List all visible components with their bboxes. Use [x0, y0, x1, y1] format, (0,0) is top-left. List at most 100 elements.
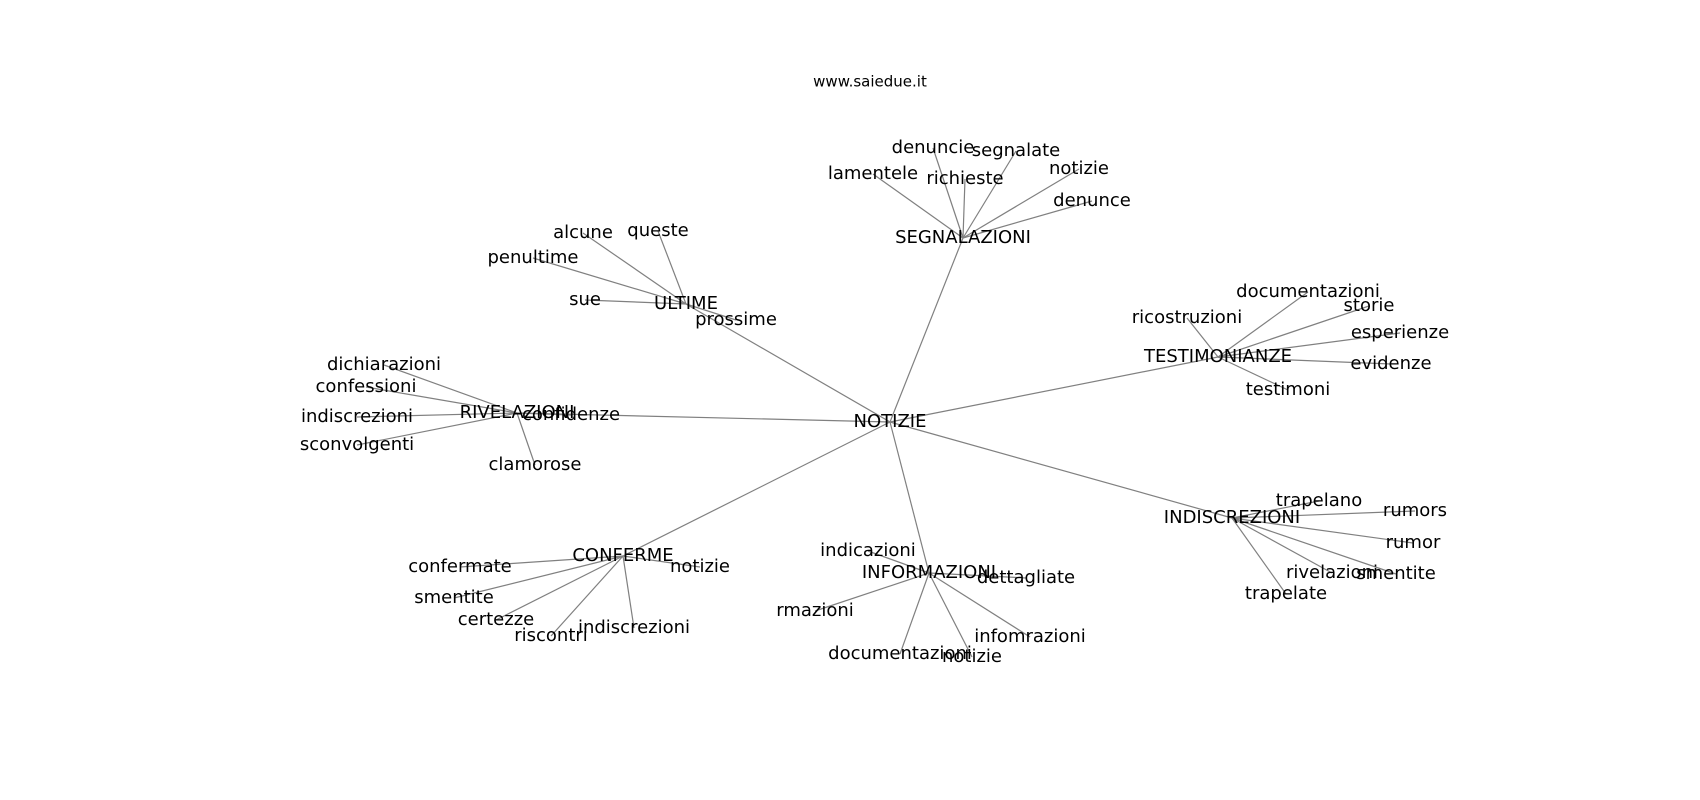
edge-rivelazioni-dichiarazioni — [383, 364, 518, 414]
edge-indiscrezioni-smentite — [1231, 517, 1397, 575]
node-leaf-ultime-penultime: penultime — [488, 247, 579, 268]
edge-root-indiscrezioni — [889, 421, 1233, 519]
node-hub-testimonianze: TESTIMONIANZE — [1143, 346, 1292, 367]
edge-root-segnalazioni — [889, 237, 964, 423]
edge-indiscrezioni-rumors — [1231, 510, 1416, 519]
node-leaf-indiscrezioni-rumor: rumor — [1386, 532, 1441, 553]
node-leaf-indiscrezioni-rumors: rumors — [1383, 500, 1447, 521]
edge-segnalazioni-denunce — [962, 200, 1093, 239]
edge-conferme-confermate — [459, 555, 624, 568]
node-leaf-testimonianze-testimoni: testimoni — [1246, 379, 1331, 400]
edge-informazioni-documentazioni — [899, 572, 930, 655]
node-leaf-informazioni-notizie: notizie — [942, 646, 1002, 667]
edge-root-conferme — [622, 421, 891, 557]
edge-indiscrezioni-rumor — [1231, 517, 1414, 544]
node-leaf-ultime-queste: queste — [627, 220, 688, 241]
edge-rivelazioni-confessioni — [365, 386, 518, 414]
labels-layer: www.saiedue.it NOTIZIE SEGNALAZIONI denunc… — [300, 73, 1449, 668]
node-leaf-ultime-prossime: prossime — [695, 309, 777, 330]
edge-root-rivelazioni — [516, 412, 891, 423]
node-leaf-informazioni-rmazioni: rmazioni — [776, 600, 854, 621]
edge-conferme-riscontri — [550, 555, 624, 637]
node-leaf-segnalazioni-lamentele: lamentele — [828, 163, 918, 184]
edge-rivelazioni-indiscrezioni — [356, 412, 518, 418]
edge-rivelazioni-sconvolgenti — [356, 412, 518, 446]
node-hub-rivelazioni: RIVELAZIONI — [460, 402, 575, 423]
edge-informazioni-dettagliate — [928, 572, 1027, 579]
node-leaf-rivelazioni-confidenze: confidenze — [522, 404, 620, 425]
edge-conferme-notizie — [622, 555, 701, 568]
node-leaf-informazioni-indicazioni: indicazioni — [820, 540, 916, 561]
node-leaf-rivelazioni-sconvolgenti: sconvolgenti — [300, 434, 414, 455]
node-leaf-indiscrezioni-smentite: smentite — [1356, 563, 1436, 584]
node-leaf-testimonianze-storie: storie — [1344, 295, 1395, 316]
node-leaf-testimonianze-documentazioni: documentazioni — [1236, 281, 1380, 302]
node-leaf-conferme-smentite: smentite — [414, 587, 494, 608]
node-leaf-segnalazioni-notizie: notizie — [1049, 158, 1109, 179]
node-leaf-conferme-confermate: confermate — [408, 556, 512, 577]
node-leaf-informazioni-documentazioni: documentazioni — [828, 643, 972, 664]
edge-ultime-prossime — [685, 303, 737, 321]
edge-conferme-certezze — [495, 555, 624, 621]
edge-testimonianze-esperienze — [1217, 332, 1401, 358]
edge-segnalazioni-notizie — [962, 168, 1080, 239]
node-leaf-testimonianze-evidenze: evidenze — [1350, 353, 1431, 374]
edge-testimonianze-evidenze — [1217, 356, 1392, 365]
node-leaf-segnalazioni-richieste: richieste — [926, 168, 1003, 189]
edge-segnalazioni-lamentele — [872, 173, 964, 239]
edge-root-ultime — [685, 303, 891, 423]
node-hub-indiscrezioni: INDISCREZIONI — [1164, 507, 1300, 528]
node-leaf-segnalazioni-denunce: denunce — [1053, 190, 1131, 211]
edge-indiscrezioni-trapelate — [1231, 517, 1287, 595]
node-hub-conferme: CONFERME — [572, 545, 673, 566]
edge-ultime-alcune — [582, 232, 687, 305]
edge-testimonianze-documentazioni — [1217, 291, 1309, 358]
diagram-title: www.saiedue.it — [813, 73, 927, 91]
edge-informazioni-infomrazioni — [928, 572, 1031, 638]
edge-conferme-smentite — [453, 555, 624, 599]
edge-conferme-indiscrezioni — [622, 555, 635, 629]
node-root-notizie: NOTIZIE — [854, 411, 927, 432]
edge-segnalazioni-segnalate — [962, 150, 1017, 239]
node-leaf-indiscrezioni-trapelano: trapelano — [1276, 490, 1362, 511]
node-leaf-segnalazioni-segnalate: segnalate — [972, 140, 1060, 161]
node-hub-segnalazioni: SEGNALAZIONI — [895, 227, 1031, 248]
node-leaf-informazioni-infomrazioni: infomrazioni — [974, 626, 1086, 647]
node-leaf-segnalazioni-denuncie: denuncie — [892, 137, 975, 158]
edge-root-informazioni — [889, 421, 930, 574]
node-leaf-testimonianze-ricostruzioni: ricostruzioni — [1132, 307, 1242, 328]
edge-testimonianze-ricostruzioni — [1186, 317, 1219, 358]
node-leaf-indiscrezioni-trapelate: trapelate — [1245, 583, 1327, 604]
edge-testimonianze-storie — [1217, 305, 1370, 358]
edge-segnalazioni-richieste — [962, 178, 966, 239]
node-leaf-conferme-certezze: certezze — [458, 609, 534, 630]
edge-informazioni-indicazioni — [867, 550, 930, 574]
edge-informazioni-notizie — [928, 572, 973, 658]
node-leaf-rivelazioni-clamorose: clamorose — [489, 454, 582, 475]
node-hub-informazioni: INFORMAZIONI — [862, 562, 996, 583]
edge-indiscrezioni-trapelano — [1231, 500, 1320, 519]
node-leaf-ultime-sue: sue — [569, 289, 601, 310]
node-leaf-informazioni-dettagliate: dettagliate — [977, 567, 1075, 588]
node-leaf-conferme-indiscrezioni: indiscrezioni — [578, 617, 690, 638]
node-leaf-testimonianze-esperienze: esperienze — [1351, 322, 1449, 343]
edge-indiscrezioni-rivelazioni — [1231, 517, 1333, 574]
edge-informazioni-rmazioni — [814, 572, 930, 612]
node-hub-ultime: ULTIME — [654, 293, 718, 314]
node-leaf-conferme-riscontri: riscontri — [514, 625, 588, 646]
edge-rivelazioni-clamorose — [516, 412, 536, 466]
node-leaf-ultime-alcune: alcune — [553, 222, 613, 243]
node-leaf-rivelazioni-confessioni: confessioni — [316, 376, 417, 397]
edge-testimonianze-testimoni — [1217, 356, 1289, 391]
edge-ultime-sue — [584, 299, 687, 305]
node-leaf-rivelazioni-dichiarazioni: dichiarazioni — [327, 354, 441, 375]
node-leaf-rivelazioni-indiscrezioni: indiscrezioni — [301, 406, 413, 427]
edge-rivelazioni-confidenze — [516, 412, 572, 416]
node-leaf-conferme-notizie: notizie — [670, 556, 730, 577]
edge-ultime-penultime — [532, 257, 687, 305]
edges-layer — [356, 147, 1416, 658]
edge-segnalazioni-denuncie — [932, 147, 964, 239]
edge-root-testimonianze — [889, 356, 1219, 423]
edge-ultime-queste — [657, 230, 687, 305]
